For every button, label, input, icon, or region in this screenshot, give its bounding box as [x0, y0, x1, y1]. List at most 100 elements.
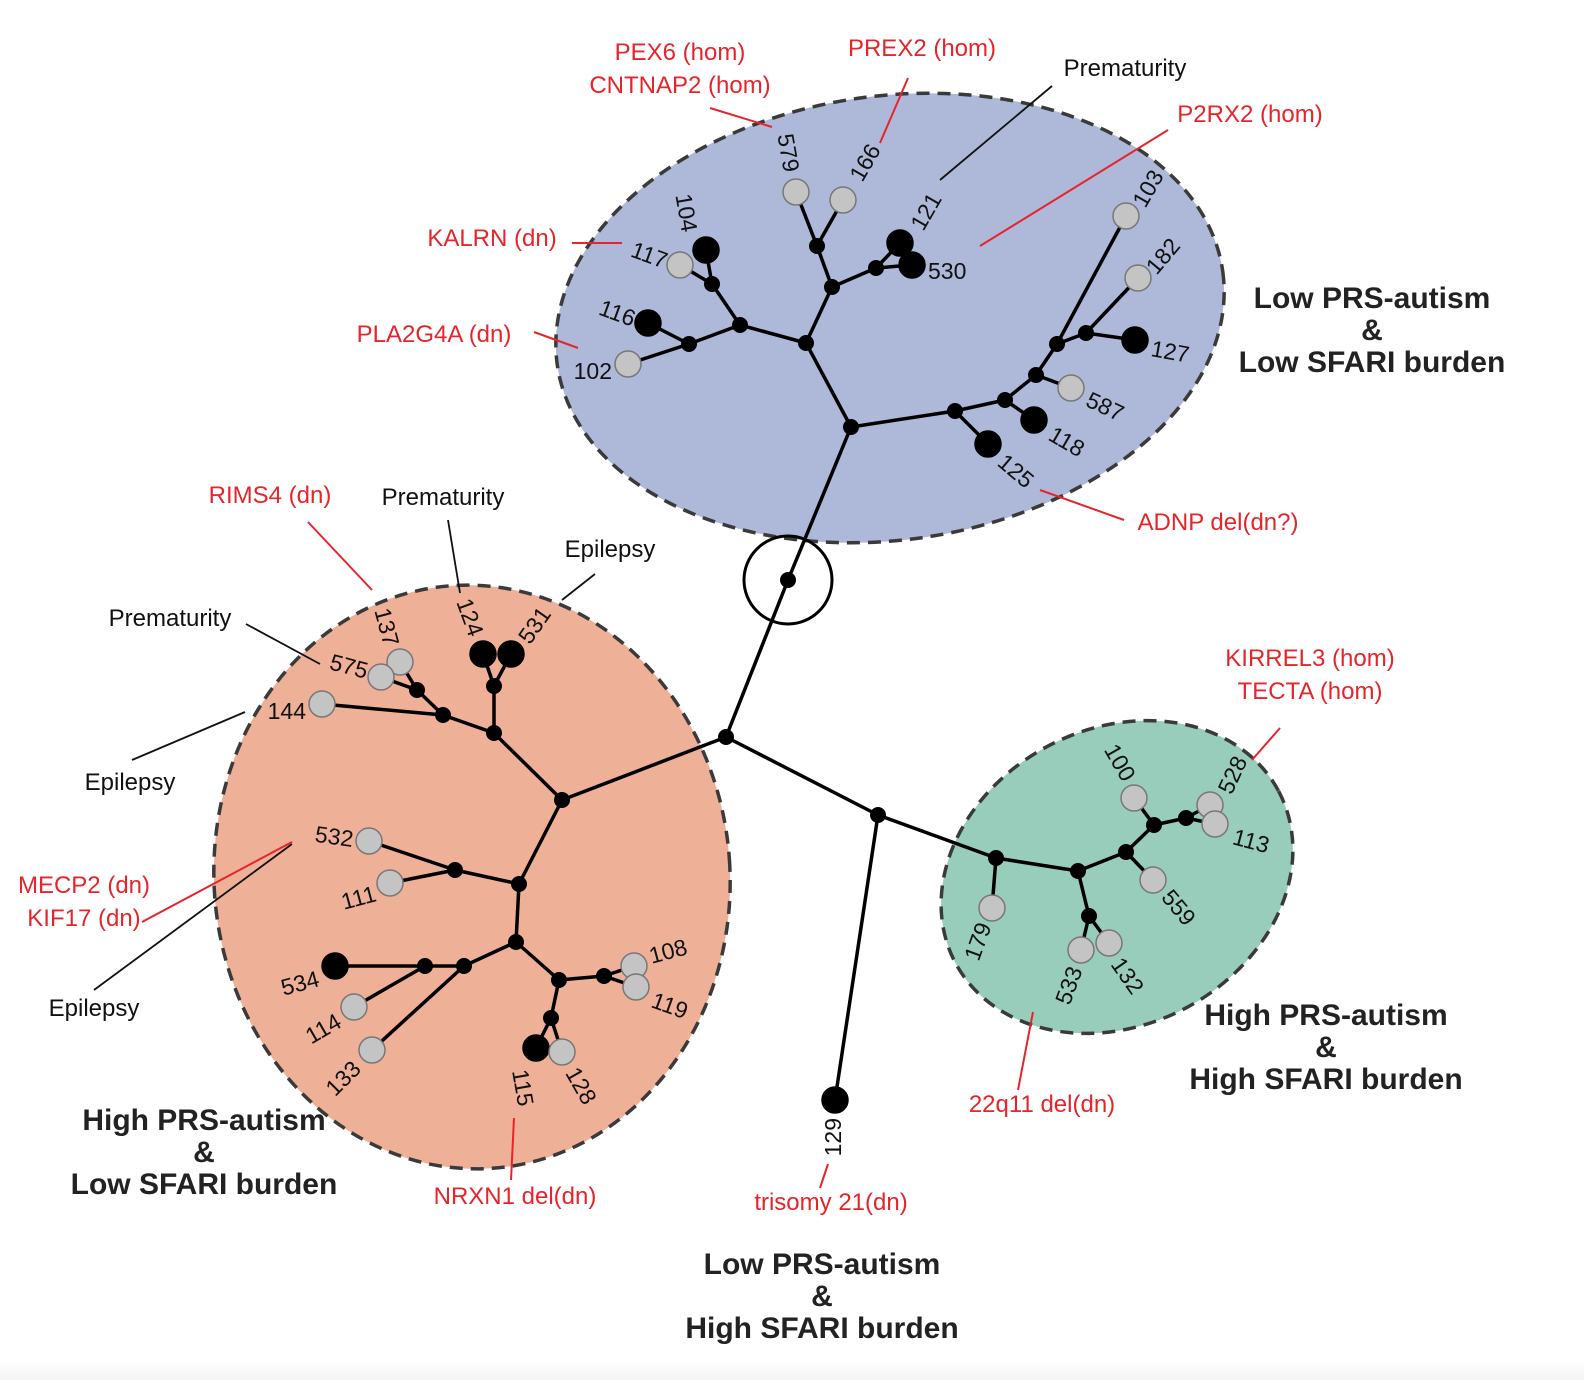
leaf-node-533 — [1067, 936, 1095, 964]
leaf-label-144: 144 — [268, 698, 307, 724]
root-marker-circle — [742, 534, 834, 626]
internal-node — [1118, 844, 1134, 860]
leaf-node-182 — [1124, 264, 1152, 292]
internal-node — [508, 934, 524, 950]
leaf-node-102 — [614, 350, 642, 378]
leaf-node-531 — [497, 640, 525, 668]
tree-edge — [321, 702, 444, 717]
annotation-label-trisomy21: trisomy 21(dn) — [754, 1189, 907, 1216]
internal-node — [486, 678, 502, 694]
annotation-label-del22q11: 22q11 del(dn) — [969, 1091, 1115, 1118]
tree-edge — [514, 940, 561, 982]
internal-node — [824, 279, 840, 295]
annotation-leader-trisomy21 — [819, 1163, 829, 1189]
tree-edge — [368, 839, 456, 872]
leaf-node-166 — [829, 186, 857, 214]
internal-node — [1049, 336, 1065, 352]
leaf-node-117 — [666, 251, 694, 279]
annotation-labels: PEX6 (hom)CNTNAP2 (hom)PREX2 (hom)Premat… — [18, 35, 1395, 1216]
cluster-ellipse-high-prs-low-sfari — [212, 583, 732, 1171]
tree-edge — [877, 813, 997, 860]
annotation-label-pex6: PEX6 (hom) — [615, 39, 746, 66]
group-title-high-prs-high-sfari: & — [1315, 1031, 1337, 1064]
internal-node — [1028, 367, 1044, 383]
leaf-node-575 — [367, 663, 395, 691]
annotation-leader-del22q11 — [1017, 1011, 1034, 1091]
internal-node — [554, 792, 570, 808]
internal-node — [798, 335, 814, 351]
internal-node — [809, 238, 825, 254]
tree-edge — [710, 283, 742, 326]
group-title-high-prs-high-sfari: High PRS-autism — [1204, 999, 1447, 1032]
internal-node — [447, 862, 463, 878]
leaf-node-532 — [355, 827, 383, 855]
internal-node — [1146, 817, 1162, 833]
annotation-label-prex2: PREX2 (hom) — [848, 35, 996, 62]
tree-edge — [786, 426, 853, 581]
tree-edge — [804, 342, 853, 428]
annotation-leader-rims4 — [307, 521, 373, 591]
internal-node — [1070, 863, 1086, 879]
leaf-node-103 — [1112, 202, 1140, 230]
internal-node — [718, 729, 734, 745]
internal-node — [868, 260, 884, 276]
leaf-label-129: 129 — [820, 1118, 846, 1156]
leaf-node-579 — [782, 178, 810, 206]
leaf-node-111 — [376, 869, 404, 897]
annotation-label-pla2g4a: PLA2G4A (dn) — [357, 321, 512, 348]
internal-node — [947, 403, 963, 419]
tree-edge — [724, 579, 790, 738]
internal-node — [681, 336, 697, 352]
group-title-low-prs-high-sfari: High SFARI burden — [685, 1312, 958, 1345]
leaf-node-116 — [634, 309, 662, 337]
group-title-high-prs-low-sfari: High PRS-autism — [82, 1104, 325, 1137]
annotation-leader-prem121 — [939, 85, 1053, 181]
tree-edge — [517, 799, 564, 885]
annotation-label-rims4: RIMS4 (dn) — [209, 482, 332, 509]
internal-node — [1078, 325, 1094, 341]
annotation-label-prem121: Prematurity — [1064, 55, 1187, 82]
internal-node — [732, 317, 748, 333]
internal-node — [456, 958, 472, 974]
annotation-label-prem575: Prematurity — [109, 605, 232, 632]
leaf-node-128 — [548, 1038, 576, 1066]
group-title-low-prs-low-sfari: Low PRS-autism — [1254, 282, 1491, 315]
leaf-node-124 — [469, 640, 497, 668]
leaf-node-133 — [358, 1036, 386, 1064]
internal-node — [997, 392, 1013, 408]
annotation-label-adnp: ADNP del(dn?) — [1138, 509, 1299, 536]
annotation-leader-lines — [93, 77, 1281, 1189]
annotation-leader-prem124 — [447, 519, 461, 594]
internal-node — [704, 276, 720, 292]
leaf-node-137 — [386, 648, 414, 676]
leaf-node-115 — [522, 1034, 550, 1062]
tree-edge — [833, 814, 880, 1101]
leaf-node-179 — [978, 894, 1006, 922]
internal-node — [409, 682, 425, 698]
annotation-label-mecp2: MECP2 (dn) — [18, 872, 150, 899]
group-title-high-prs-low-sfari: & — [193, 1136, 215, 1169]
internal-node — [543, 1010, 559, 1026]
leaf-label-115: 115 — [507, 1067, 539, 1108]
leaf-node-587 — [1057, 374, 1085, 402]
tree-edge — [514, 883, 521, 943]
tree-edge — [995, 856, 1079, 873]
annotation-leader-kirrel3 — [1251, 727, 1281, 761]
group-title-high-prs-low-sfari: Low SFARI burden — [71, 1168, 338, 1201]
tree-edge — [850, 409, 956, 429]
internal-node — [1178, 810, 1194, 826]
tree-edge — [463, 940, 517, 968]
tree-edge — [739, 323, 807, 345]
bottom-band — [0, 1362, 1584, 1380]
tree-edge — [442, 713, 495, 735]
leaf-node-121 — [886, 229, 914, 257]
leaf-node-534 — [321, 952, 349, 980]
cluster-ellipse-low-prs-low-sfari — [554, 91, 1226, 545]
annotation-leader-pex6 — [709, 107, 773, 128]
annotation-leader-prex2 — [879, 77, 909, 144]
leaf-node-144 — [308, 690, 336, 718]
tree-edge — [1055, 215, 1128, 345]
annotation-leader-nrxn1 — [510, 1117, 515, 1181]
annotation-leader-epi532 — [93, 843, 293, 991]
tree-edge — [804, 286, 834, 344]
